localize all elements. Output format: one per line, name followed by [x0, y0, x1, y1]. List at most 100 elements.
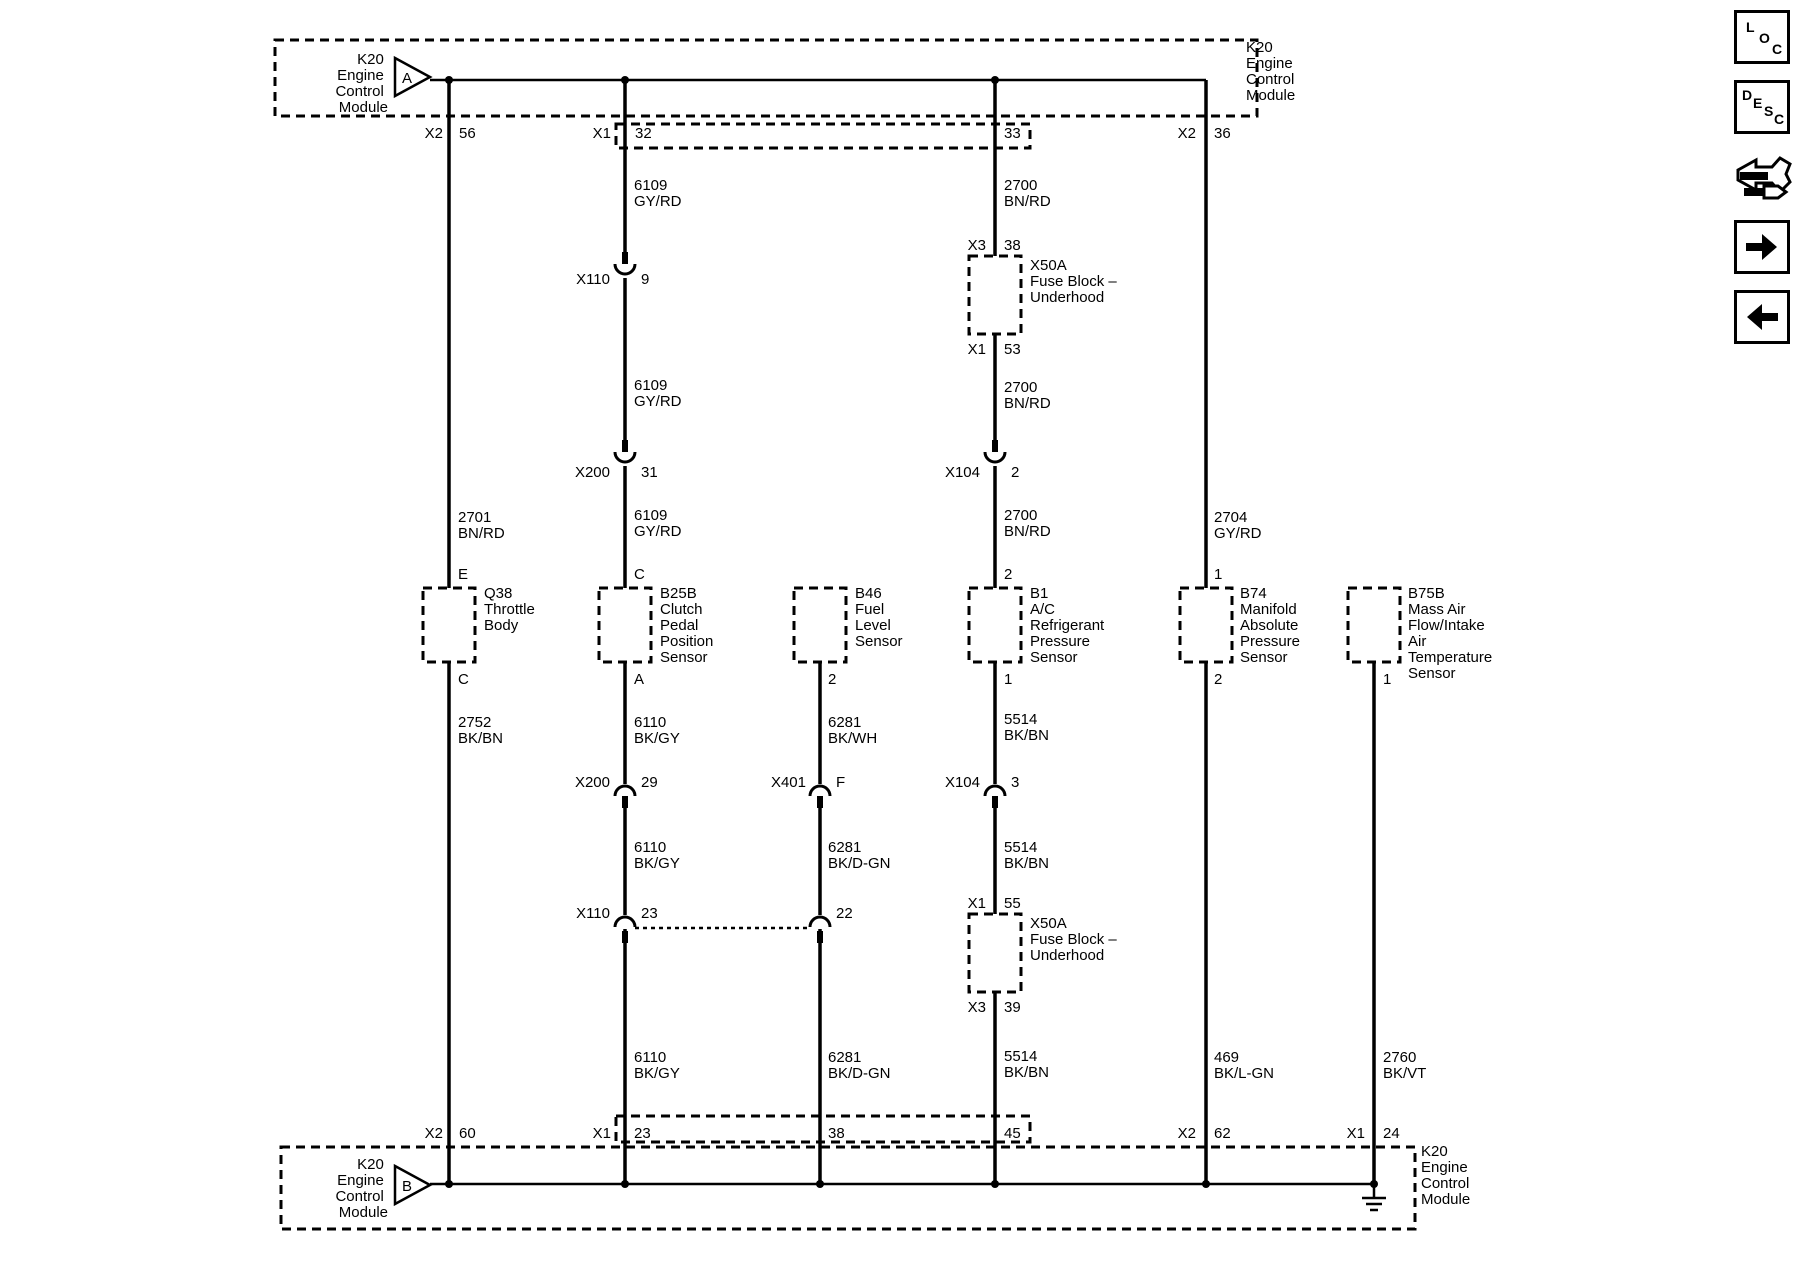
arrow-left-icon [1747, 304, 1778, 330]
connector-a-triangle [393, 55, 433, 99]
inline-connector-pin: 2 [1011, 464, 1019, 481]
previous-button[interactable] [1734, 290, 1790, 344]
component-label: B75B Mass Air Flow/Intake Air Temperatur… [1408, 585, 1496, 682]
inline-connector-pin: 31 [641, 464, 658, 481]
desc-letter: D [1742, 87, 1753, 103]
component-label: B46 Fuel Level Sensor [855, 585, 903, 650]
inline-connector-x200 [613, 451, 637, 464]
inline-connector-x104 [983, 451, 1007, 464]
pin-number: 36 [1214, 125, 1231, 142]
pin-number: 62 [1214, 1125, 1231, 1142]
component-bottom-pin: 1 [1383, 671, 1391, 688]
inline-connector-pin: F [836, 774, 845, 791]
component-outline [792, 586, 848, 664]
inline-connector-name: X110 [576, 271, 610, 288]
pin-conn-label: X2 [1178, 1125, 1196, 1142]
component-outline [1178, 586, 1234, 664]
pin-conn-label: X1 [593, 125, 611, 142]
component-b25b: C A B25B Clutch Pedal Position Sensor [597, 566, 713, 688]
connector-b-triangle [393, 1163, 433, 1207]
inline-connector-x401 [808, 784, 832, 797]
ground-icon [1362, 1184, 1386, 1212]
component-outline [597, 586, 653, 664]
junction-dots [445, 76, 1378, 1188]
junction-dot [621, 76, 629, 84]
fuse-block-outline [967, 254, 1023, 336]
desc-letter: E [1753, 95, 1763, 111]
x1-connector-top-outline [614, 122, 1032, 150]
fuse-block-upper: X3 38 X1 53 X50A Fuse Block – Underhood [967, 237, 1121, 358]
inline-connector-x104 [983, 784, 1007, 797]
pin-number: 32 [635, 125, 652, 142]
component-label: Q38 Throttle Body [484, 585, 539, 634]
inline-connector-name: X200 [575, 774, 610, 791]
pin-number: 45 [1004, 1125, 1021, 1142]
fuse-block-conn: X3 [968, 999, 986, 1016]
component-b46: 2 B46 Fuel Level Sensor [792, 585, 903, 688]
desc-button[interactable]: D E S C [1734, 80, 1790, 134]
x1-connector-bottom-outline [614, 1114, 1032, 1144]
component-b1: 2 1 B1 A/C Refrigerant Pressure Sensor [967, 566, 1108, 688]
inline-connector-x110 [613, 915, 637, 928]
fuse-block-label: X50A Fuse Block – Underhood [1030, 257, 1121, 306]
loc-letter: C [1772, 41, 1783, 57]
junction-dot [445, 76, 453, 84]
inline-connector-pin: 23 [641, 905, 658, 922]
inline-connector-pin: 22 [836, 905, 853, 922]
component-q38: E C Q38 Throttle Body [421, 566, 539, 688]
loc-letter: L [1746, 19, 1755, 35]
desc-letter: S [1764, 103, 1774, 119]
next-button[interactable] [1734, 220, 1790, 274]
component-bottom-pin: 2 [1214, 671, 1222, 688]
pin-conn-label: X1 [1347, 1125, 1365, 1142]
inline-connector-pin: 3 [1011, 774, 1019, 791]
connector-button[interactable] [1734, 150, 1792, 204]
inline-connector-x200 [613, 784, 637, 797]
inline-connector-name: X104 [945, 774, 980, 791]
pin-conn-label: X2 [1178, 125, 1196, 142]
fuse-block-conn: X3 [968, 237, 986, 254]
inline-connector-pin: 29 [641, 774, 658, 791]
component-b74: 1 2 B74 Manifold Absolute Pressure Senso… [1178, 566, 1300, 688]
component-bottom-pin: 2 [828, 671, 836, 688]
connector-b-tag: B [402, 1178, 412, 1195]
component-label: B1 A/C Refrigerant Pressure Sensor [1030, 585, 1108, 666]
component-top-pin: C [634, 566, 645, 583]
component-b75b: 1 B75B Mass Air Flow/Intake Air Temperat… [1346, 585, 1496, 688]
inline-connector-x110 [613, 263, 637, 276]
fuse-block-lower: X1 55 X3 39 X50A Fuse Block – Underhood [967, 895, 1117, 1016]
loc-button[interactable]: L O C [1734, 10, 1790, 64]
connector-a-tag: A [402, 70, 412, 87]
pin-number: 60 [459, 1125, 476, 1142]
junction-dot [991, 76, 999, 84]
component-outline [967, 586, 1023, 664]
component-bottom-pin: C [458, 671, 469, 688]
fuse-block-conn: X1 [968, 895, 986, 912]
component-bottom-pin: 1 [1004, 671, 1012, 688]
module-top-outline [273, 38, 1259, 118]
component-top-pin: E [458, 566, 468, 583]
module-bottom: K20 Engine Control Module B K20 Engine C… [279, 1114, 1470, 1231]
fuse-block-pin: 53 [1004, 341, 1021, 358]
pin-conn-label: X2 [425, 125, 443, 142]
inline-connector-name: X401 [771, 774, 806, 791]
module-top: K20 Engine Control Module A K20 Engine C… [273, 38, 1295, 150]
inline-connector-name: X104 [945, 464, 980, 481]
